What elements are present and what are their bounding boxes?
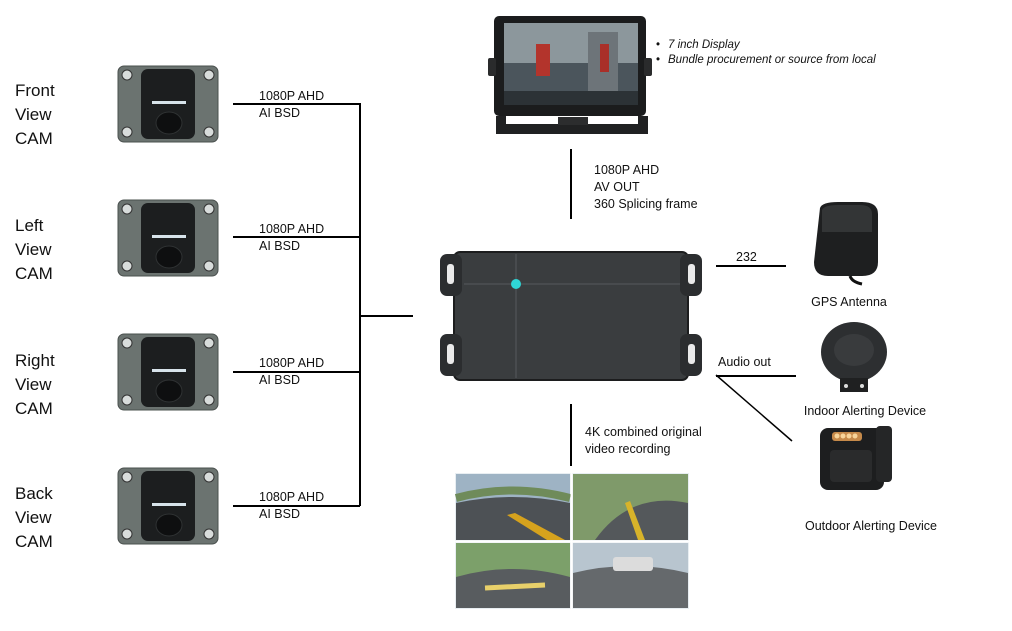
- audio-link-label: Audio out: [718, 355, 771, 369]
- camera-back-link-label: 1080P AHD AI BSD: [259, 489, 324, 523]
- wire-recording: [570, 404, 572, 466]
- display-note-line1: • 7 inch Display: [656, 38, 876, 53]
- link-line2: AI BSD: [259, 239, 300, 253]
- camera-back-name: Back View CAM: [15, 482, 53, 554]
- link-line2: AV OUT: [594, 180, 640, 194]
- gps-antenna-image: [814, 202, 878, 286]
- status-led-icon: [511, 279, 521, 289]
- recording-label: 4K combined original video recording: [585, 424, 702, 458]
- display-note-text1: 7 inch Display: [668, 39, 740, 51]
- wire-back: [233, 505, 360, 507]
- outdoor-alert-device-image: [820, 426, 892, 490]
- quad-back-view: [573, 543, 688, 608]
- quad-right-view: [456, 543, 570, 608]
- camera-name-line2: CAM: [15, 399, 53, 418]
- wire-gps: [716, 265, 786, 267]
- wire-display: [570, 149, 572, 219]
- display-monitor-image: [488, 16, 652, 134]
- recording-line2: video recording: [585, 442, 671, 456]
- camera-front-link-label: 1080P AHD AI BSD: [259, 88, 324, 122]
- camera-name-line2: CAM: [15, 264, 53, 283]
- display-link-label: 1080P AHD AV OUT 360 Splicing frame: [594, 162, 698, 213]
- camera-left-name: Left View CAM: [15, 214, 53, 286]
- bullet-icon: •: [656, 39, 661, 51]
- camera-right-link-label: 1080P AHD AI BSD: [259, 355, 324, 389]
- quad-left-view: [573, 474, 688, 540]
- recording-quad-view-image: [454, 473, 689, 609]
- display-note-text2: Bundle procurement or source from local: [668, 54, 876, 66]
- camera-left-link-label: 1080P AHD AI BSD: [259, 221, 324, 255]
- camera-right-image: [117, 333, 219, 411]
- display-note: • 7 inch Display • Bundle procurement or…: [656, 38, 876, 68]
- camera-back-image: [117, 467, 219, 545]
- gps-link-label: 232: [736, 250, 757, 264]
- link-line1: 1080P AHD: [594, 163, 660, 177]
- link-line1: 1080P AHD: [259, 222, 325, 236]
- link-line1: 1080P AHD: [259, 490, 325, 504]
- wire-left: [233, 236, 360, 238]
- camera-name-line2: CAM: [15, 129, 53, 148]
- camera-name-line1: Right View: [15, 351, 55, 394]
- gps-antenna-label: GPS Antenna: [811, 295, 887, 309]
- recording-line1: 4K combined original: [585, 425, 702, 439]
- link-line2: AI BSD: [259, 106, 300, 120]
- wire-camera-bus: [359, 103, 361, 506]
- wire-right: [233, 371, 360, 373]
- link-line3: 360 Splicing frame: [594, 197, 698, 211]
- central-processor-box: [440, 251, 702, 381]
- wire-front: [233, 103, 360, 105]
- camera-left-image: [117, 199, 219, 277]
- link-line2: AI BSD: [259, 373, 300, 387]
- indoor-alert-device-image: [821, 322, 887, 392]
- indoor-alert-device-label: Indoor Alerting Device: [803, 404, 927, 418]
- wire-bus-to-box: [359, 315, 413, 317]
- link-line2: AI BSD: [259, 507, 300, 521]
- camera-right-name: Right View CAM: [15, 349, 55, 421]
- outdoor-alert-device-label: Outdoor Alerting Device: [804, 519, 937, 533]
- wire-audio-indoor: [716, 375, 796, 377]
- camera-name-line2: CAM: [15, 532, 53, 551]
- camera-name-line1: Back View: [15, 484, 53, 527]
- quad-front-view: [454, 474, 572, 540]
- wire-audio-outdoor: [715, 374, 793, 442]
- link-line1: 1080P AHD: [259, 89, 325, 103]
- camera-name-line1: Left View: [15, 216, 52, 259]
- link-line1: 1080P AHD: [259, 356, 325, 370]
- camera-name-line1: Front View: [15, 81, 55, 124]
- bullet-icon: •: [656, 54, 661, 66]
- camera-front-image: [117, 65, 219, 143]
- display-note-line2: • Bundle procurement or source from loca…: [656, 53, 876, 68]
- camera-front-name: Front View CAM: [15, 79, 55, 151]
